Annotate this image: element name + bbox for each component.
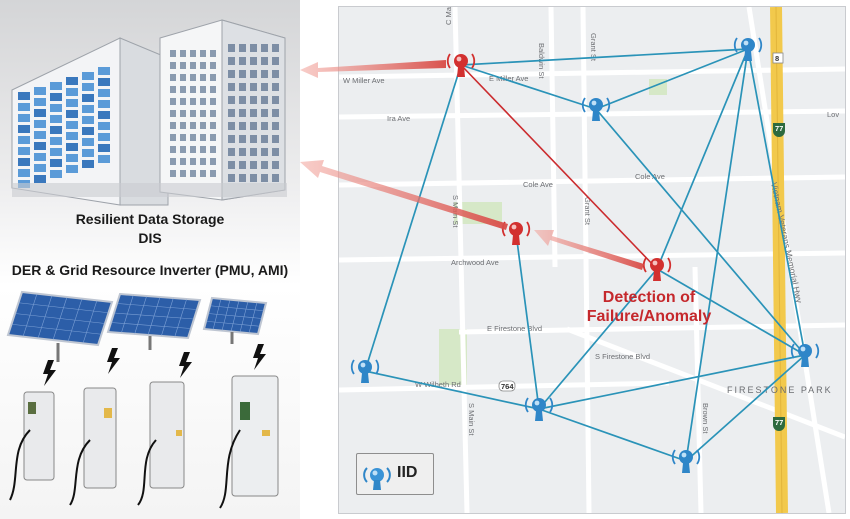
network-link [364, 64, 462, 372]
network-link [538, 268, 658, 410]
der-caption: DER & Grid Resource Inverter (PMU, AMI) [11, 262, 289, 278]
network-link [747, 48, 806, 356]
street-label: Cole Ave [523, 180, 553, 189]
iid-node [733, 37, 763, 61]
street-label: Archwood Ave [451, 258, 499, 267]
iid-node [350, 359, 380, 383]
street-map: W Miller Ave E Miller Ave Ira Ave Cole A… [338, 6, 846, 514]
street-label: E Miller Ave [489, 74, 528, 83]
anomaly-label-line2: Failure/Anomaly [586, 308, 712, 325]
left-illustrations [6, 19, 287, 509]
legend: IID [356, 453, 434, 495]
alert-link [460, 64, 658, 270]
street-label: W Miller Ave [343, 76, 385, 85]
street-label: S Firestone Blvd [595, 352, 650, 361]
street-label: S Main St [467, 403, 476, 436]
anomaly-label: Detection of Failure/Anomaly [574, 288, 724, 326]
network-link [538, 408, 687, 462]
storage-caption-line2: DIS [138, 230, 162, 246]
street-label: W Wilbeth Rd [415, 380, 461, 389]
interstate-badge: 77 [775, 124, 783, 133]
network-link [538, 354, 806, 410]
storage-caption-line1: Resilient Data Storage [75, 211, 225, 227]
network-link [364, 370, 540, 410]
area-label: FIRESTONE PARK [727, 385, 833, 395]
data-storage-building [11, 19, 287, 206]
iid-node [524, 397, 554, 421]
street-label: S Main St [451, 195, 460, 228]
iid-node [790, 343, 820, 367]
legend-label: IID [397, 464, 418, 481]
lightning-icon [43, 344, 266, 386]
network-link [460, 64, 597, 110]
route-badge: 764 [501, 382, 514, 391]
iid-node [581, 97, 611, 121]
network-link [515, 232, 540, 410]
left-panel [0, 0, 300, 519]
network-link [685, 48, 749, 462]
network-link [595, 48, 749, 110]
inverter-units [9, 375, 279, 509]
network-link [685, 354, 806, 462]
network-link [656, 48, 749, 270]
street-label: E Firestone Blvd [487, 324, 542, 333]
iid-node [671, 449, 701, 473]
iid-network-links [364, 48, 806, 462]
iid-node-alert [446, 53, 476, 77]
iid-node-alert [501, 221, 531, 245]
iid-node-alert [642, 257, 672, 281]
street-label: Lov [827, 110, 839, 119]
street-label: C Main St [444, 7, 453, 25]
street-label: Brown St [701, 403, 710, 434]
iid-legend-icon [363, 467, 391, 490]
street-label: Grant St [583, 197, 592, 226]
street-label: Cole Ave [635, 172, 665, 181]
interstate-badge: 77 [775, 418, 783, 427]
street-label: Ira Ave [387, 114, 410, 123]
anomaly-label-line1: Detection of [602, 289, 696, 306]
network-link [595, 108, 806, 356]
network-link [656, 268, 806, 356]
solar-panels [6, 290, 268, 362]
route-badge: 8 [775, 54, 779, 63]
street-label: Grant St [589, 33, 598, 62]
network-link [460, 48, 749, 66]
map-canvas: W Miller Ave E Miller Ave Ira Ave Cole A… [339, 7, 845, 513]
streets [339, 7, 845, 513]
